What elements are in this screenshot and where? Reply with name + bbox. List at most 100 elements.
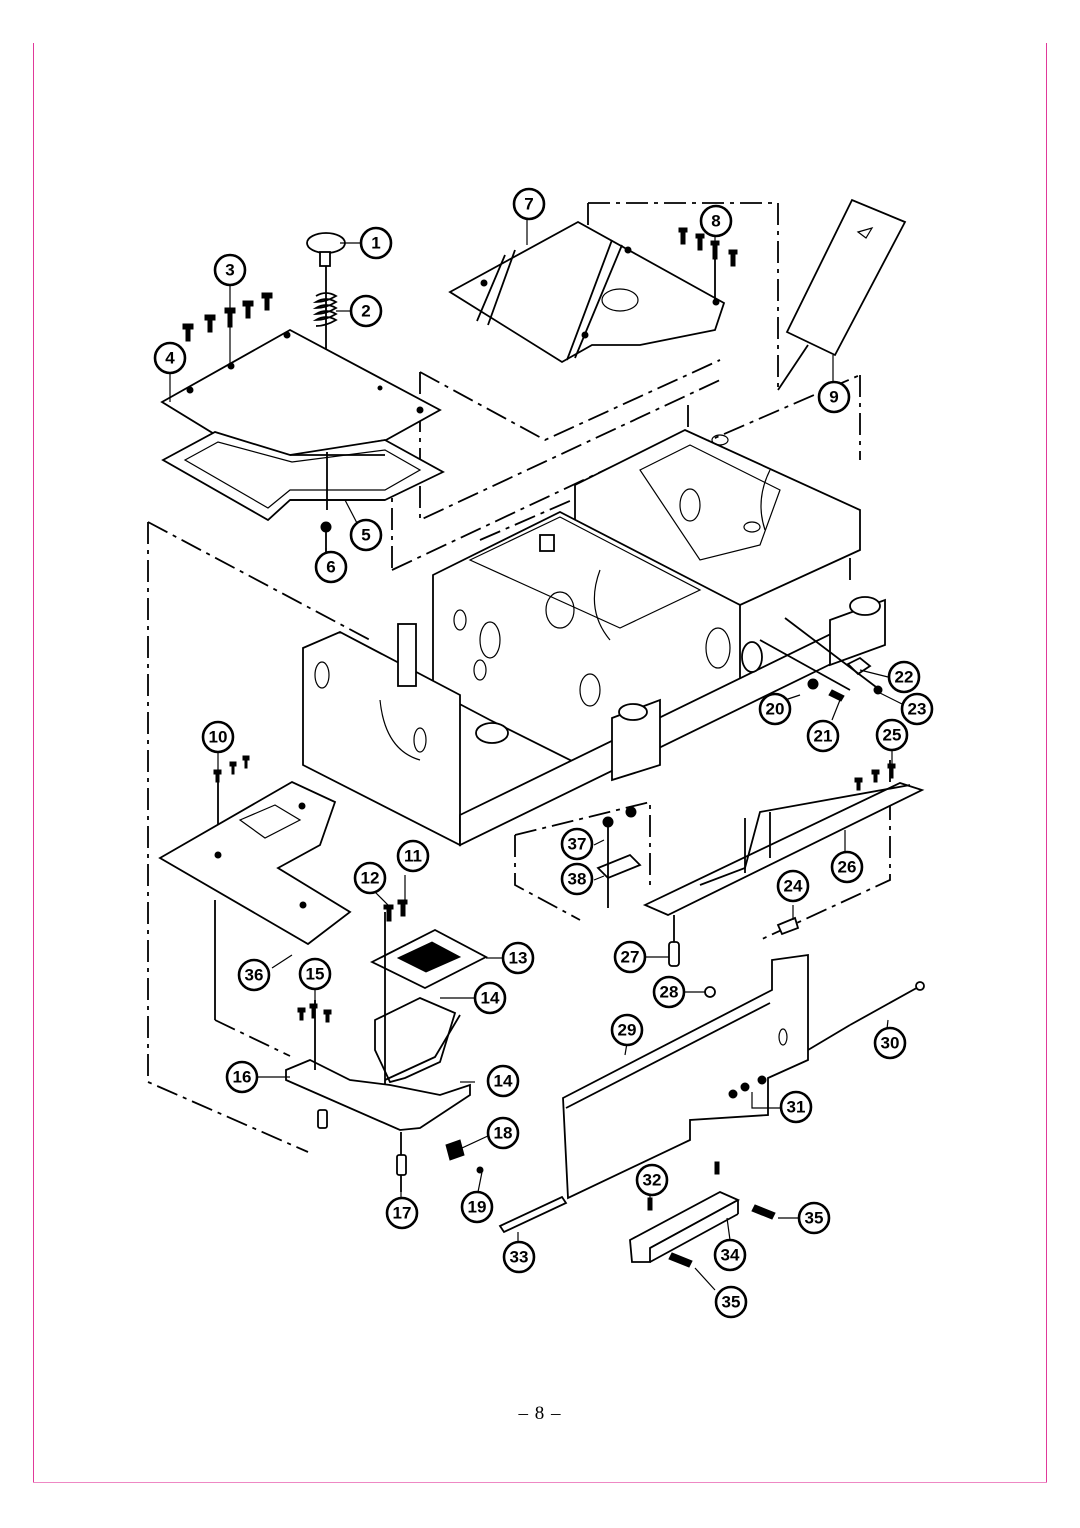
callout-11: 11 <box>396 839 430 873</box>
part-screws-3 <box>182 292 273 342</box>
callout-4: 4 <box>153 341 187 375</box>
part-gasket <box>161 431 445 522</box>
svg-text:23: 23 <box>908 700 927 719</box>
part-base-plate <box>158 780 352 946</box>
part-guide-plate <box>642 763 925 916</box>
svg-text:4: 4 <box>165 349 175 368</box>
callout-1: 1 <box>359 226 393 260</box>
svg-text:36: 36 <box>245 966 264 985</box>
svg-text:28: 28 <box>660 983 679 1002</box>
main-body-casting <box>302 429 886 847</box>
callouts: 1 2 3 4 5 6 7 8 9 10 11 12 13 14 14 15 1… <box>153 187 934 1319</box>
part-feed-bracket <box>374 912 461 1085</box>
callout-3: 3 <box>213 253 247 287</box>
part-top-plate <box>448 220 726 364</box>
svg-text:32: 32 <box>643 1171 662 1190</box>
callout-38: 38 <box>560 862 594 896</box>
part-clip <box>320 521 332 552</box>
svg-text:29: 29 <box>618 1021 637 1040</box>
svg-text:16: 16 <box>233 1068 252 1087</box>
callout-31: 31 <box>779 1090 813 1124</box>
part-rod-33 <box>498 1195 568 1234</box>
callout-23: 23 <box>900 692 934 726</box>
part-rod-30 <box>807 981 925 1051</box>
callout-17: 17 <box>385 1196 419 1230</box>
page-border-bottom <box>33 1482 1047 1483</box>
svg-text:14: 14 <box>494 1072 513 1091</box>
callout-37: 37 <box>560 827 594 861</box>
callout-29: 29 <box>610 1013 644 1047</box>
svg-text:33: 33 <box>510 1248 529 1267</box>
part-pins <box>668 915 800 998</box>
callout-6: 6 <box>314 550 348 584</box>
svg-text:35: 35 <box>722 1293 741 1312</box>
svg-text:13: 13 <box>509 949 528 968</box>
callout-8: 8 <box>699 204 733 238</box>
svg-text:34: 34 <box>721 1246 740 1265</box>
callout-26: 26 <box>830 850 864 884</box>
svg-text:2: 2 <box>361 302 370 321</box>
svg-text:1: 1 <box>371 234 380 253</box>
svg-text:14: 14 <box>481 989 500 1008</box>
callout-35a: 35 <box>797 1201 831 1235</box>
svg-text:18: 18 <box>494 1124 513 1143</box>
svg-text:27: 27 <box>621 948 640 967</box>
svg-text:26: 26 <box>838 858 857 877</box>
page-border-right <box>1046 43 1047 1483</box>
callout-28: 28 <box>652 975 686 1009</box>
part-slanted-cover <box>777 198 907 391</box>
svg-text:22: 22 <box>895 668 914 687</box>
callout-36: 36 <box>237 958 271 992</box>
part-base-bracket <box>214 900 471 1192</box>
svg-text:25: 25 <box>883 726 902 745</box>
callout-32: 32 <box>635 1163 669 1197</box>
callout-27: 27 <box>613 940 647 974</box>
callout-35b: 35 <box>714 1285 748 1319</box>
svg-text:12: 12 <box>361 869 380 888</box>
svg-text:17: 17 <box>393 1204 412 1223</box>
callout-13: 13 <box>501 941 535 975</box>
callout-2: 2 <box>349 294 383 328</box>
part-spring-18 <box>445 1139 484 1174</box>
page-border-left <box>33 43 34 1483</box>
part-block-34 <box>629 1161 776 1268</box>
svg-text:3: 3 <box>225 261 234 280</box>
part-small-bracket <box>596 806 642 908</box>
callout-10: 10 <box>201 720 235 754</box>
svg-text:10: 10 <box>209 728 228 747</box>
svg-text:9: 9 <box>829 388 838 407</box>
callout-18: 18 <box>486 1116 520 1150</box>
callout-14b: 14 <box>486 1064 520 1098</box>
callout-12: 12 <box>353 861 387 895</box>
svg-text:19: 19 <box>468 1198 487 1217</box>
svg-text:7: 7 <box>524 195 533 214</box>
svg-text:5: 5 <box>361 526 370 545</box>
callout-30: 30 <box>873 1026 907 1060</box>
svg-text:31: 31 <box>787 1098 806 1117</box>
page-number: – 8 – <box>518 1403 562 1424</box>
callout-19: 19 <box>460 1190 494 1224</box>
callout-14a: 14 <box>473 981 507 1015</box>
callout-25: 25 <box>875 718 909 752</box>
callout-5: 5 <box>349 518 383 552</box>
callout-24: 24 <box>776 869 810 903</box>
svg-text:35: 35 <box>805 1209 824 1228</box>
part-side-panel <box>562 953 809 1200</box>
svg-text:37: 37 <box>568 835 587 854</box>
callout-7: 7 <box>512 187 546 221</box>
callout-21: 21 <box>806 719 840 753</box>
svg-text:20: 20 <box>766 700 785 719</box>
part-spring <box>312 292 338 327</box>
part-screws-8 <box>678 227 738 302</box>
part-fasteners-20-23 <box>759 617 883 702</box>
callout-20: 20 <box>758 692 792 726</box>
callout-16: 16 <box>225 1060 259 1094</box>
svg-text:11: 11 <box>404 847 422 866</box>
svg-text:30: 30 <box>881 1034 900 1053</box>
callout-9: 9 <box>817 380 851 414</box>
svg-text:8: 8 <box>711 212 720 231</box>
svg-text:6: 6 <box>326 558 335 577</box>
callout-33: 33 <box>502 1240 536 1274</box>
callout-34: 34 <box>713 1238 747 1272</box>
